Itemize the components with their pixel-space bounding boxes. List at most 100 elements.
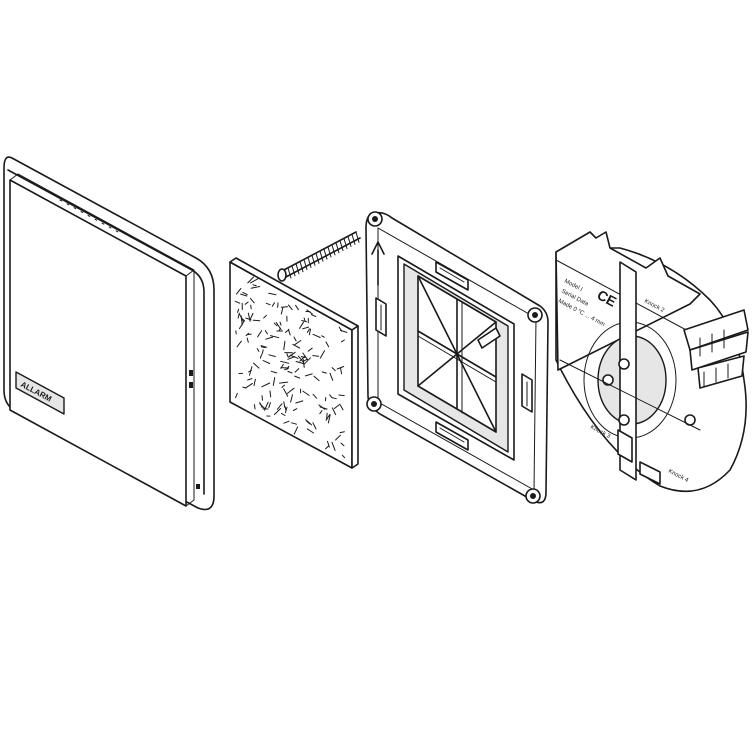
- foam-speck: [302, 390, 310, 396]
- back-box: Model I Serial Data Made 0 °C ... 4 mm C…: [555, 231, 749, 493]
- foam-speck: [262, 360, 271, 364]
- foam-speck: [306, 309, 313, 315]
- foam-speck: [325, 341, 330, 348]
- foam-speck: [321, 335, 325, 338]
- foam-speck: [268, 354, 276, 357]
- foam-speck: [268, 402, 271, 409]
- foam-speck: [237, 312, 240, 319]
- foam-speck: [327, 440, 330, 448]
- foam-speck: [253, 378, 256, 387]
- foam-speck: [247, 378, 253, 381]
- thread-tick: [287, 267, 292, 279]
- foam-speck: [253, 404, 256, 410]
- foam-speck: [340, 404, 344, 411]
- mounting-screw: [277, 231, 361, 282]
- foam-speck: [249, 312, 254, 321]
- foam-speck: [274, 408, 282, 415]
- foam-speck: [260, 346, 266, 349]
- foam-speck: [295, 400, 304, 404]
- foam-speck: [240, 293, 248, 297]
- foam-speck: [256, 348, 260, 352]
- foam-speck: [297, 355, 304, 363]
- foam-speck: [273, 322, 278, 327]
- foam-speck: [329, 372, 334, 381]
- thread-tick: [319, 250, 324, 262]
- foam-speck: [249, 366, 253, 376]
- foam-speck: [308, 328, 311, 336]
- foam-speck: [280, 306, 284, 315]
- foam-gasket: [229, 257, 359, 469]
- foam-speck: [286, 353, 289, 358]
- foam-speck: [252, 319, 261, 322]
- foam-speck: [321, 371, 327, 374]
- foam-speck: [306, 420, 311, 425]
- foam-speck: [250, 286, 261, 289]
- thread-tick: [331, 244, 336, 256]
- thread-tick: [351, 233, 356, 245]
- foam-speck: [294, 368, 300, 373]
- foam-speck: [247, 276, 255, 284]
- foam-speck: [331, 397, 337, 400]
- foam-speck: [236, 287, 242, 295]
- foam-speck: [239, 313, 245, 323]
- foam-speck: [294, 340, 302, 346]
- thread-tick: [299, 261, 304, 273]
- foam-speck: [278, 327, 281, 332]
- foam-speck: [268, 292, 277, 296]
- foam-speck: [242, 291, 248, 296]
- foam-speck: [312, 422, 317, 430]
- thread-tick: [303, 259, 308, 271]
- foam-speck: [234, 300, 241, 304]
- foam-speck: [249, 278, 259, 284]
- foam-texture: [234, 276, 348, 459]
- foam-speck: [325, 445, 330, 450]
- foam-speck: [283, 340, 286, 351]
- thread-tick: [327, 246, 332, 258]
- foam-speck: [295, 304, 299, 311]
- thread-tick: [315, 252, 320, 264]
- foam-speck: [281, 384, 285, 388]
- foam-speck: [281, 412, 286, 416]
- foam-speck: [293, 336, 297, 342]
- foam-speck: [291, 422, 297, 425]
- foam-speck: [257, 330, 263, 338]
- foam-speck: [250, 304, 252, 310]
- foam-speck: [312, 333, 321, 338]
- screw-thread: [287, 231, 360, 279]
- foam-speck: [307, 347, 313, 352]
- thread-tick: [295, 263, 300, 275]
- foam-speck: [259, 402, 263, 408]
- foam-speck: [244, 301, 249, 305]
- thread-tick: [355, 231, 360, 243]
- foam-speck: [325, 414, 331, 421]
- foam-speck: [272, 377, 276, 386]
- foam-speck: [261, 382, 271, 388]
- thread-tick: [343, 238, 348, 250]
- foam-speck: [340, 367, 343, 375]
- foam-speck: [245, 332, 250, 337]
- mounting-frame: [365, 211, 549, 504]
- foam-speck: [336, 366, 345, 370]
- foam-speck: [319, 350, 325, 359]
- foam-speck: [339, 329, 348, 333]
- foam-speck: [312, 393, 318, 399]
- foam-speck: [261, 395, 263, 401]
- foam-speck: [270, 335, 280, 339]
- foam-speck: [279, 321, 282, 326]
- foam-speck: [287, 370, 293, 374]
- foam-speck: [286, 365, 290, 370]
- foam-speck: [246, 337, 249, 343]
- foam-speck: [339, 431, 345, 434]
- foam-speck: [265, 336, 274, 340]
- foam-speck: [264, 401, 269, 411]
- foam-speck: [287, 356, 296, 360]
- thread-tick: [335, 242, 340, 254]
- foam-speck: [299, 321, 304, 329]
- foam-speck: [331, 407, 337, 416]
- foam-speck: [304, 357, 311, 364]
- foam-speck: [306, 428, 315, 434]
- foam-speck: [327, 414, 331, 424]
- foam-speck: [270, 370, 278, 374]
